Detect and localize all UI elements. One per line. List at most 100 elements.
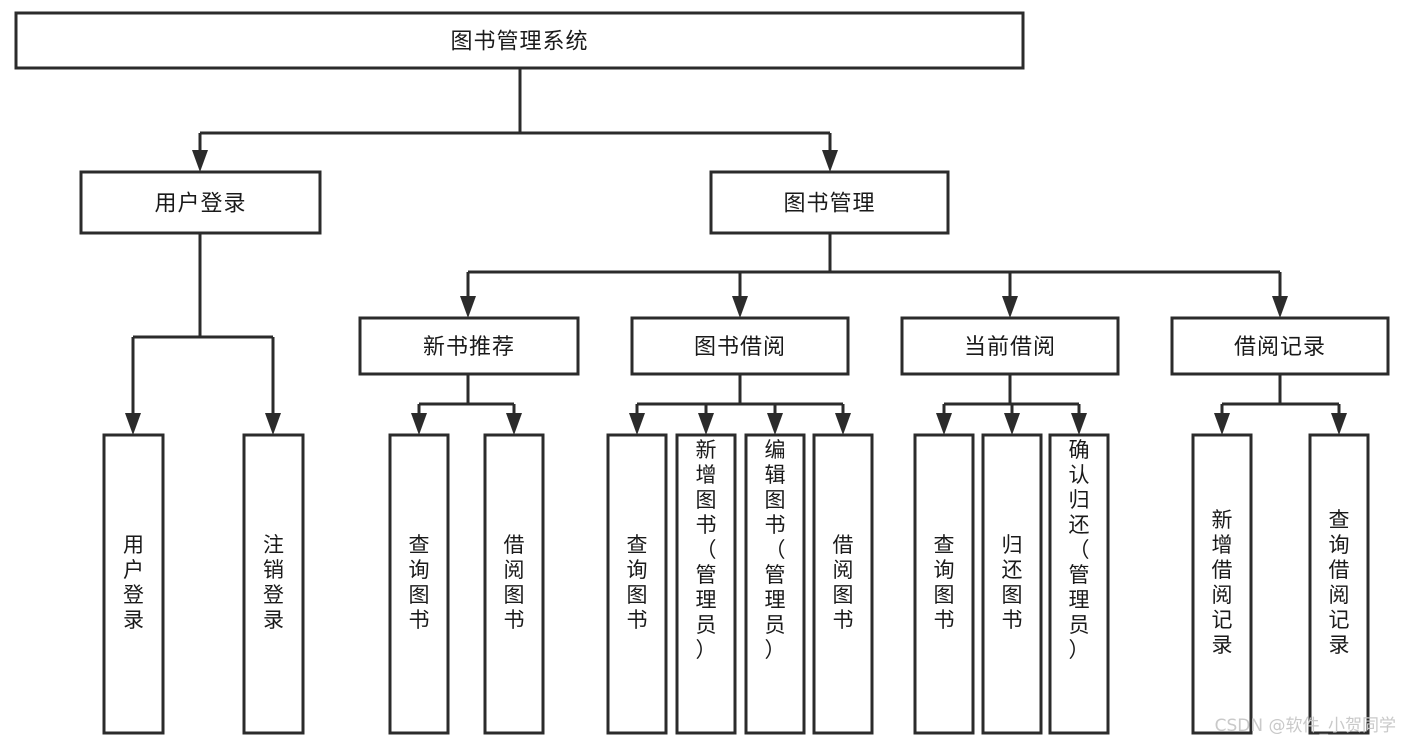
node-label-leaf-logout: 录 [263,608,284,632]
node-label-leaf-logout: 登 [263,583,284,607]
node-box-book-manage[interactable] [709,170,950,235]
node-label-leaf-query-book-b: 查 [627,533,648,557]
connector-arrowhead [506,413,522,435]
node-new-book-rec[interactable]: 新书推荐 [358,316,580,376]
node-label-leaf-borrow-book-b: 借 [833,533,854,557]
connector-arrowhead [192,150,208,172]
node-box-leaf-confirm-return[interactable] [1048,433,1110,735]
connector-arrowhead [732,296,748,318]
node-box-root[interactable] [14,11,1025,70]
node-label-leaf-query-record: 录 [1329,633,1350,657]
node-label-leaf-add-record: 增 [1212,533,1233,557]
node-borrow-record[interactable]: 借阅记录 [1170,316,1390,376]
node-label-leaf-edit-book: （ [765,538,786,562]
node-label-leaf-edit-book: 理 [765,588,786,612]
node-label-leaf-query-book-rec: 书 [409,608,430,632]
node-label-leaf-return-book: 归 [1002,533,1023,557]
connector-arrowhead [1331,413,1347,435]
node-label-leaf-query-book-rec: 图 [409,583,430,607]
node-box-leaf-logout[interactable] [242,433,305,735]
node-box-new-book-rec[interactable] [358,316,580,376]
node-label-leaf-query-record: 询 [1329,533,1350,557]
node-box-leaf-add-book[interactable] [675,433,737,735]
node-label-leaf-edit-book: 书 [765,513,786,537]
node-label-leaf-edit-book: 员 [765,613,786,637]
node-box-leaf-return-book[interactable] [981,433,1043,735]
node-label-leaf-borrow-book-rec: 借 [504,533,525,557]
node-label-leaf-query-book-b: 询 [627,558,648,582]
node-root[interactable]: 图书管理系统 [14,11,1025,70]
node-label-leaf-confirm-return: 还 [1069,513,1090,537]
csdn-watermark: CSDN @软件_小贺同学 [1215,716,1396,736]
node-label-leaf-user-login: 登 [123,583,144,607]
node-label-leaf-add-book: 管 [696,563,717,587]
node-label-leaf-edit-book: 编 [765,438,786,462]
connector-arrowhead [936,413,952,435]
connector-current-borrow-to-leaves [942,374,1081,415]
node-label-leaf-confirm-return: 员 [1069,613,1090,637]
node-box-leaf-user-login[interactable] [102,433,165,735]
node-label-leaf-confirm-return: 理 [1069,588,1090,612]
node-label-leaf-query-book-rec: 询 [409,558,430,582]
node-label-book-borrow: 图书借阅 [694,335,786,360]
connector-arrowhead [835,413,851,435]
node-label-leaf-user-login: 录 [123,608,144,632]
node-box-user-login[interactable] [79,170,322,235]
node-label-borrow-record: 借阅记录 [1234,335,1326,360]
connector-arrowhead [1002,296,1018,318]
node-book-manage[interactable]: 图书管理 [709,170,950,235]
node-box-leaf-borrow-book-b[interactable] [812,433,874,735]
node-box-leaf-edit-book[interactable] [744,433,806,735]
node-label-leaf-add-record: 阅 [1212,583,1233,607]
connector-arrowhead [698,413,714,435]
node-label-leaf-query-book-rec: 查 [409,533,430,557]
node-box-leaf-query-book-b[interactable] [606,433,668,735]
node-label-leaf-user-login: 户 [123,558,144,582]
node-label-leaf-logout: 销 [263,558,284,582]
node-label-leaf-query-record: 借 [1329,558,1350,582]
node-box-book-borrow[interactable] [630,316,850,376]
connector-borrow-record-to-leaves [1220,374,1341,415]
connector-arrowhead [125,413,141,435]
node-box-leaf-query-record[interactable] [1308,433,1370,735]
node-label-leaf-query-book-b: 书 [627,608,648,632]
node-label-leaf-add-record: 新 [1212,508,1233,532]
node-box-leaf-query-book-rec[interactable] [388,433,450,735]
node-label-leaf-query-book-c: 查 [934,533,955,557]
node-label-leaf-query-book-c: 询 [934,558,955,582]
node-box-leaf-query-book-c[interactable] [913,433,975,735]
node-label-leaf-confirm-return: ） [1069,638,1090,662]
connector-arrowhead [1214,413,1230,435]
node-label-leaf-query-record: 阅 [1329,583,1350,607]
node-label-leaf-confirm-return: 归 [1069,488,1090,512]
node-layer: 图书管理系统用户登录图书管理新书推荐图书借阅当前借阅借阅记录用户登录注销登录查询… [14,11,1390,735]
node-label-book-manage: 图书管理 [783,192,875,217]
node-book-borrow[interactable]: 图书借阅 [630,316,850,376]
node-label-user-login: 用户登录 [154,192,246,217]
node-user-login[interactable]: 用户登录 [79,170,322,235]
node-box-leaf-borrow-book-rec[interactable] [483,433,545,735]
node-box-current-borrow[interactable] [900,316,1120,376]
node-label-leaf-add-record: 记 [1212,608,1233,632]
node-label-leaf-borrow-book-b: 图 [833,583,854,607]
node-leaf-user-login[interactable]: 用户登录 [102,433,165,735]
node-label-leaf-return-book: 图 [1002,583,1023,607]
node-box-leaf-add-record[interactable] [1191,433,1253,735]
node-label-leaf-add-book: 增 [696,463,717,487]
node-box-borrow-record[interactable] [1170,316,1390,376]
node-current-borrow[interactable]: 当前借阅 [900,316,1120,376]
node-label-leaf-edit-book: 管 [765,563,786,587]
